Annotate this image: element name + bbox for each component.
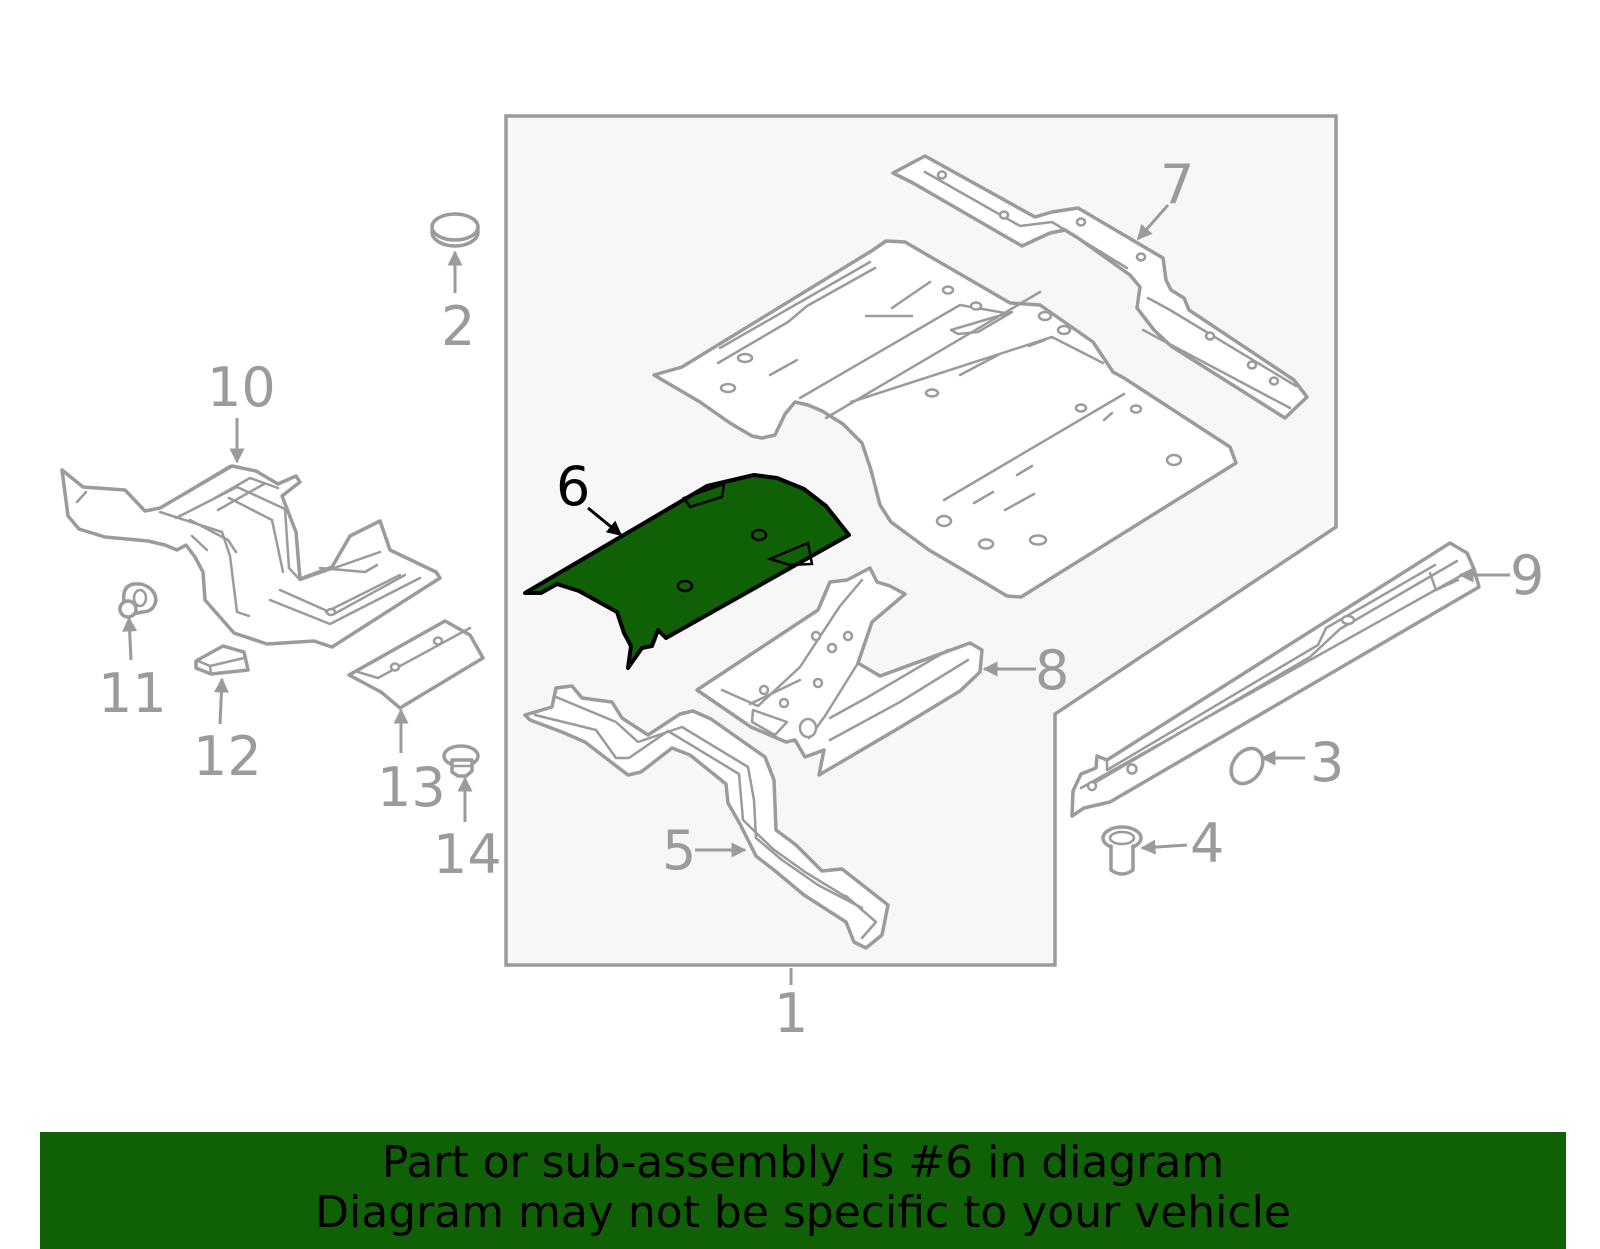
part-3-grommet[interactable]	[1225, 742, 1270, 789]
part-4-bolt[interactable]	[1101, 825, 1143, 876]
callout-11: 11	[98, 662, 167, 725]
footer-line-1: Part or sub-assembly is #6 in diagram	[381, 1137, 1225, 1188]
footer-line-2: Diagram may not be specific to your vehi…	[315, 1187, 1291, 1238]
part-12-block[interactable]	[194, 644, 250, 676]
footer-banner: Part or sub-assembly is #6 in diagram Di…	[40, 1132, 1566, 1249]
part-11-clip[interactable]	[118, 582, 158, 619]
part-7-crossmember[interactable]	[891, 154, 1309, 420]
part-9-sill[interactable]	[1070, 541, 1481, 818]
callout-1: 1	[774, 982, 808, 1045]
callout-12: 12	[193, 725, 262, 788]
leader-lines	[122, 204, 1510, 985]
callout-13: 13	[377, 756, 446, 819]
part-6-highlighted-panel[interactable]	[523, 473, 851, 670]
rear-floor-pan[interactable]	[652, 239, 1238, 599]
callout-numbers: 1 2 3 4 5 6 7 8 9 10 11 12 13 14	[98, 153, 1544, 1045]
callout-6: 6	[556, 455, 590, 518]
callout-7: 7	[1160, 153, 1194, 216]
part-5-rail[interactable]	[523, 684, 890, 950]
callout-2: 2	[441, 295, 475, 358]
callout-3: 3	[1310, 731, 1344, 794]
callout-8: 8	[1035, 639, 1069, 702]
callout-4: 4	[1190, 812, 1224, 875]
callout-10: 10	[207, 356, 276, 419]
callout-14: 14	[433, 823, 502, 886]
callout-9: 9	[1510, 544, 1544, 607]
part-2-plug[interactable]	[430, 212, 480, 248]
callout-5: 5	[662, 819, 696, 882]
part-13-bracket[interactable]	[347, 619, 485, 710]
part-14-nut[interactable]	[442, 744, 480, 778]
part-10-front-assembly[interactable]	[60, 464, 442, 649]
part-8-bracket[interactable]	[695, 566, 984, 777]
